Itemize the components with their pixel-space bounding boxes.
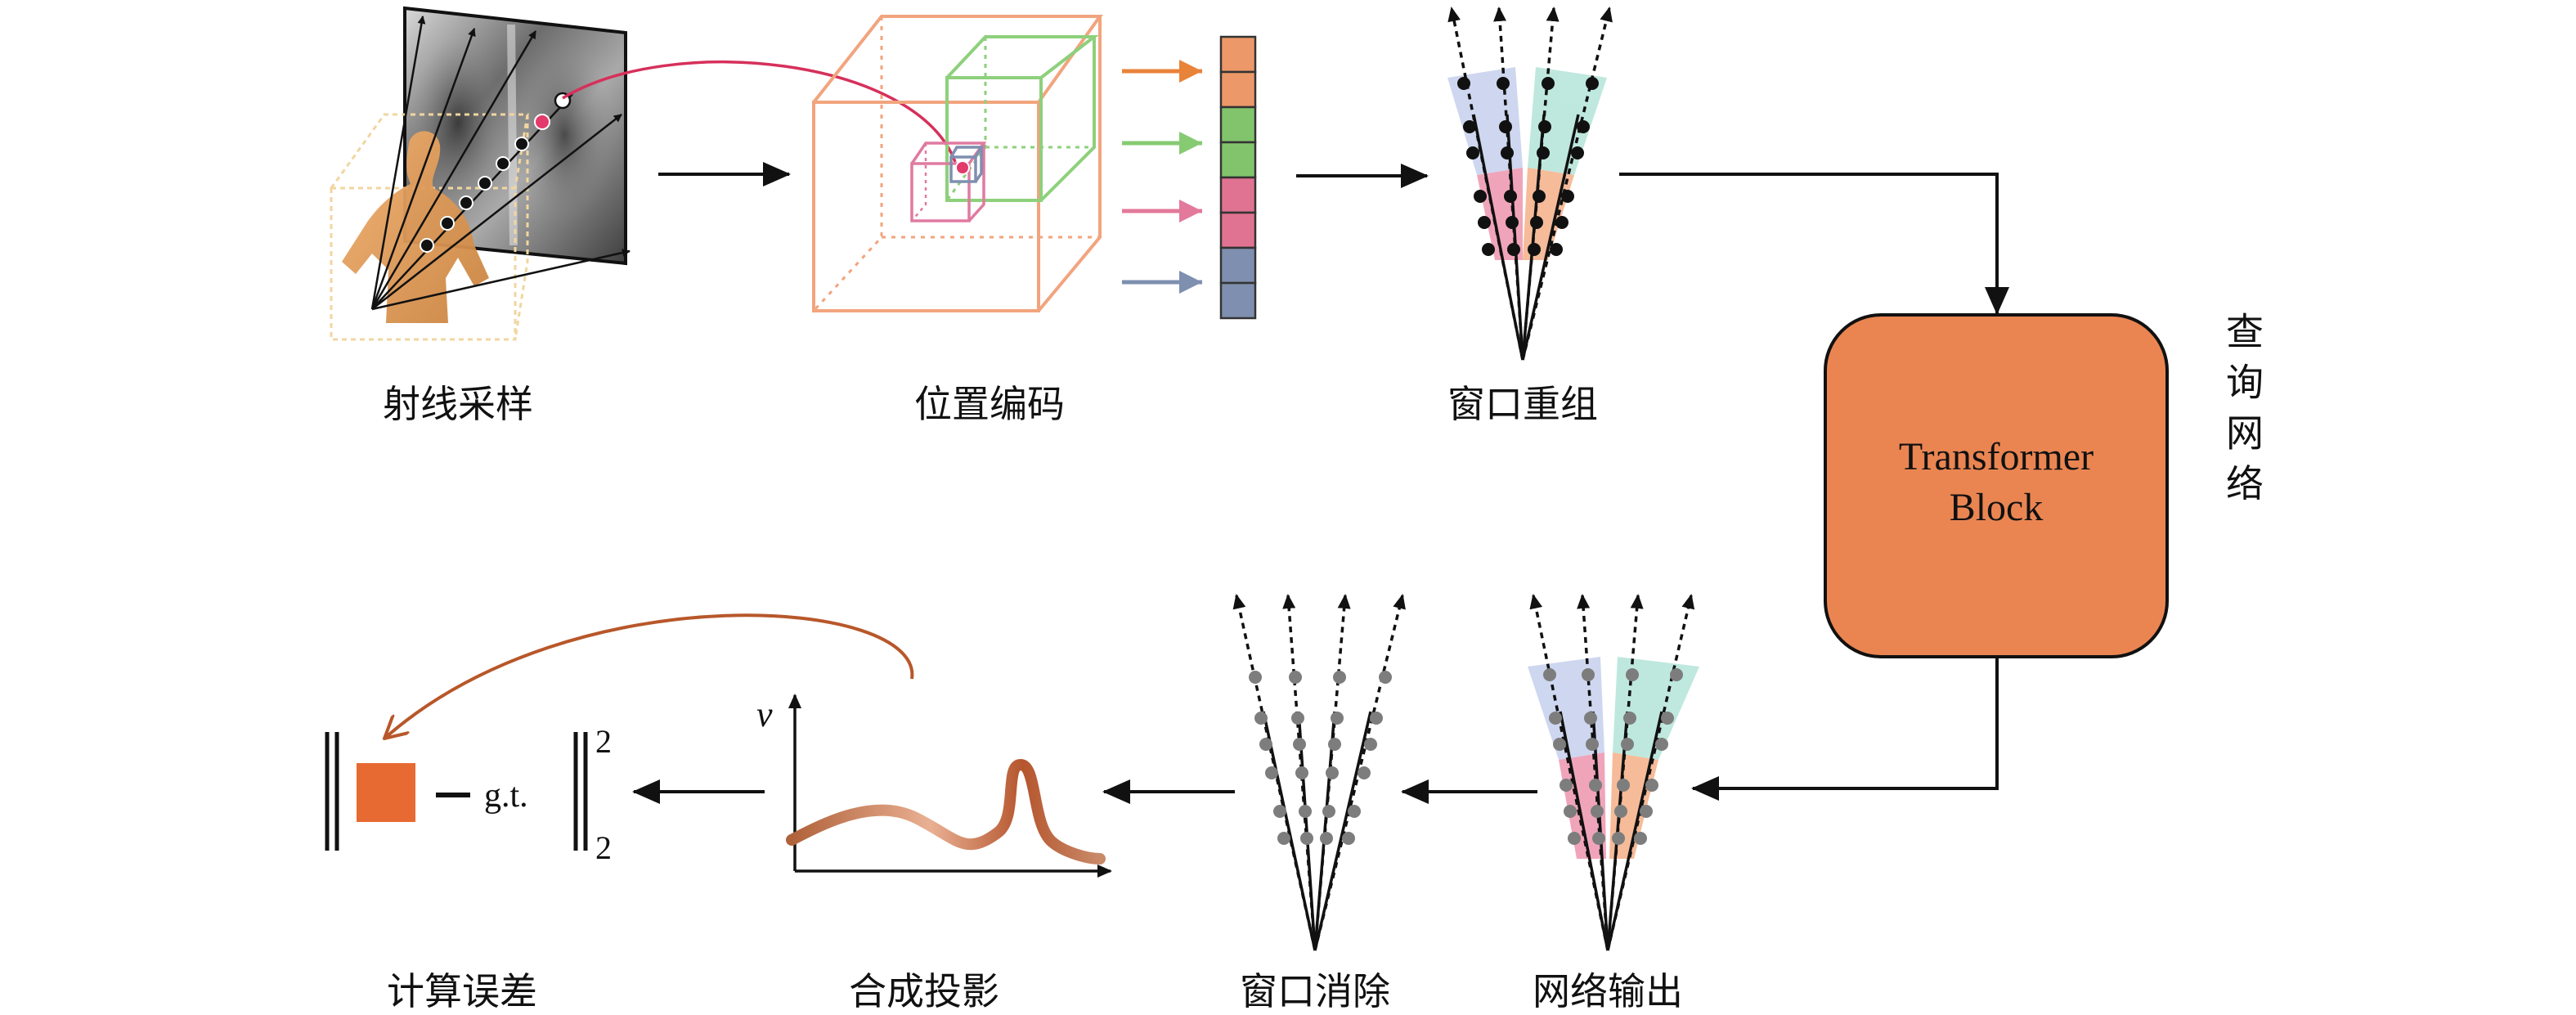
encoding-arrows [1122,71,1202,282]
error-formula: g.t. 2 2 [327,723,612,866]
removal-rays [1236,595,1402,950]
transformer-block: Transformer Block [1825,315,2167,657]
synthetic-projection-plot: v [384,615,1111,871]
positional-encoding-figure [814,16,1100,311]
label-synthetic-projection: 合成投影 [849,969,999,1013]
network-output-figure [1528,595,1699,950]
ground-truth-label: g.t. [484,777,528,815]
label-window-regroup: 窗口重组 [1447,382,1598,426]
arrow-regroup-to-transformer [1619,174,1997,313]
label-network-output: 网络输出 [1533,969,1683,1013]
label-compute-error: 计算误差 [387,969,537,1013]
label-query-network: 查询网络 [2220,312,2264,514]
norm-superscript: 2 [595,723,612,760]
ray-sampling-figure [331,8,955,339]
feature-vector [1221,37,1255,318]
label-window-removal: 窗口消除 [1240,969,1390,1013]
encoded-point [956,161,969,174]
plot-y-label: v [756,694,773,734]
predicted-pixel-square [357,763,415,822]
label-ray-sampling: 射线采样 [383,382,533,426]
transformer-label-line2: Block [1950,486,2044,529]
window-fan-colored [1447,67,1607,260]
arrow-transformer-to-output [1693,658,1997,788]
transformer-label-line1: Transformer [1899,435,2094,478]
window-removal-figure [1236,595,1402,950]
removal-points [1249,671,1392,845]
projection-curve [792,765,1100,859]
window-regroup-figure [1447,8,1609,360]
label-positional-encoding: 位置编码 [914,382,1065,426]
feedback-arrow [384,615,912,739]
norm-subscript: 2 [595,829,612,866]
